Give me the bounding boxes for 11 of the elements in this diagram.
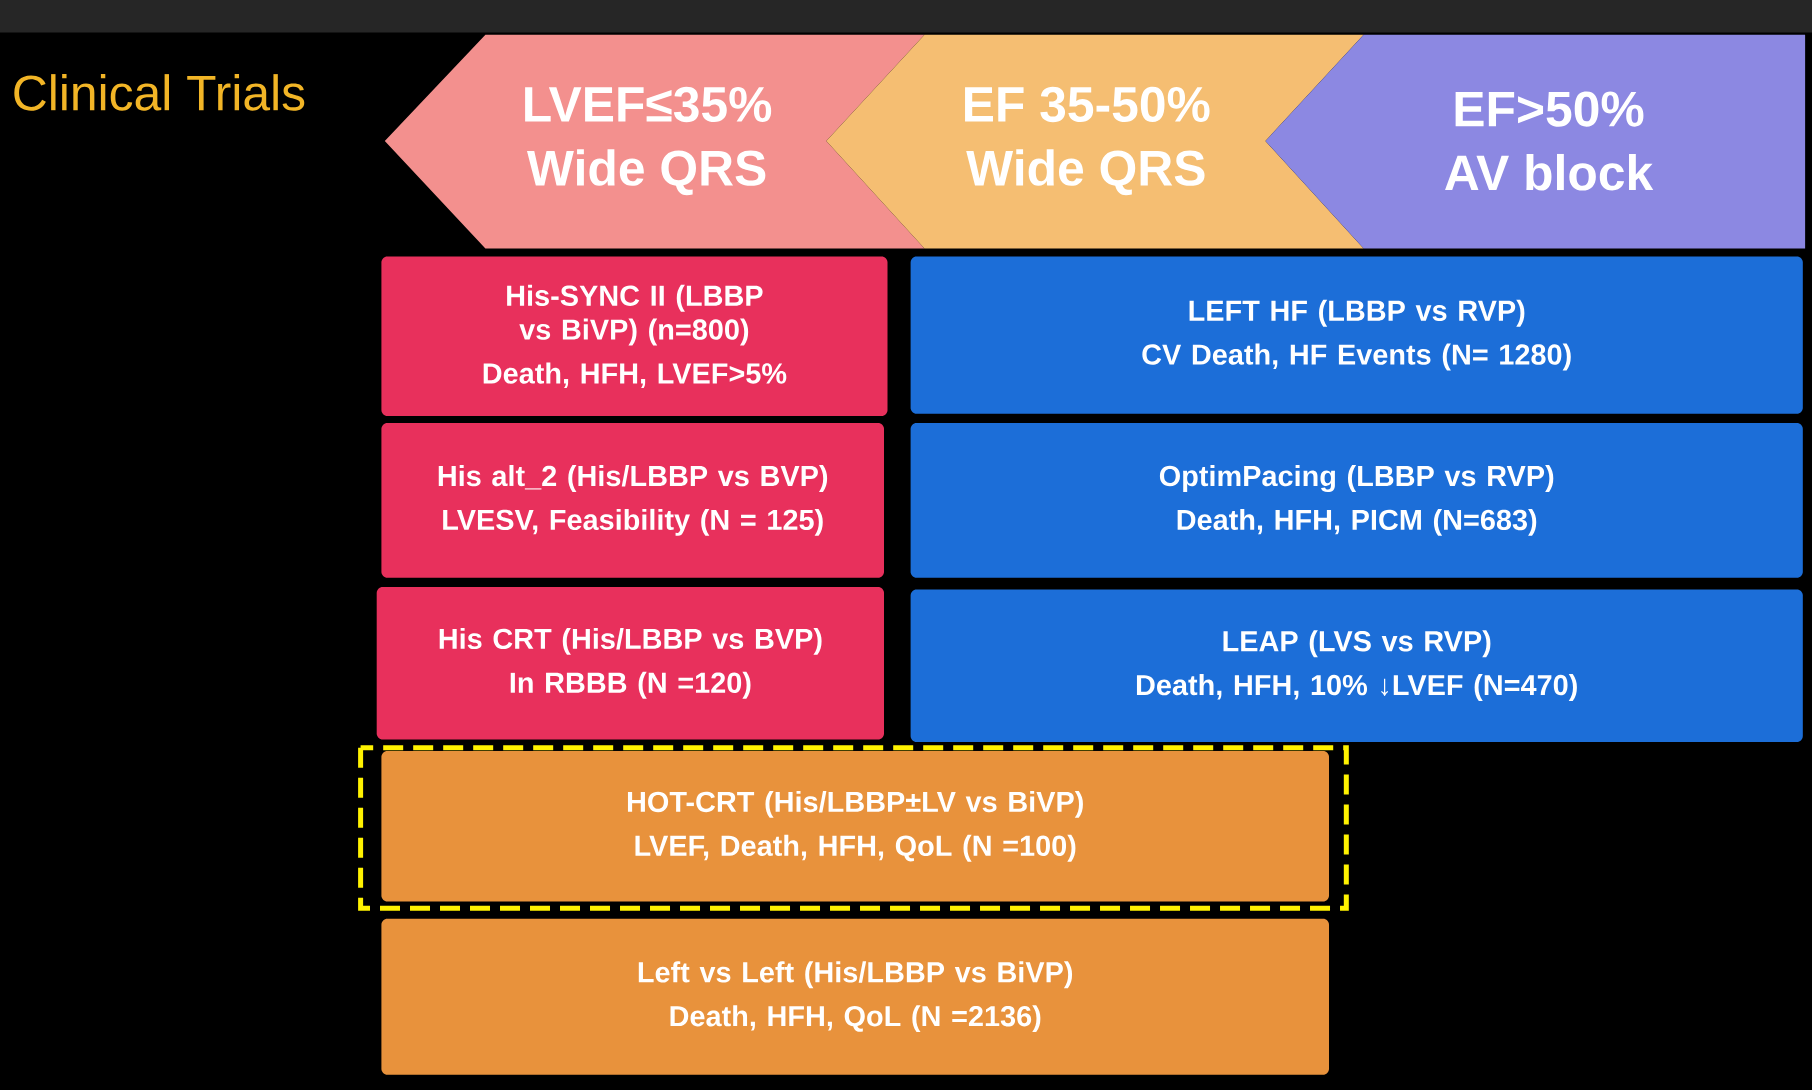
trial-box: Left vs Left (His/LBBP vs BiVP) Death, HFH, QoL (N =2136) [381,918,1329,1075]
trial-box: His alt_2 (His/LBBP vs BVP) LVESV, Feasibility (N = 125) [381,423,884,578]
trial-box: His-SYNC II (LBBP vs BiVP) (n=800) Death, HFH, LVEF>5% [381,256,888,416]
trial-box: His CRT (His/LBBP vs BVP) In RBBB (N =120) [376,587,884,740]
title: Clinical Trials [14,74,305,111]
trial-box: LEFT HF (LBBP vs RVP) CV Death, HF Events (N= 1280) [910,256,1803,414]
trial-box: LEAP (LVS vs RVP) Death, HFH, 10% ↓LVEF (N=470) [910,589,1803,742]
chevron-banner: EF 35-50% Wide QRS [826,34,1364,249]
chevron-banner: LVEF≤35% Wide QRS [384,34,925,249]
trial-box: OptimPacing (LBBP vs RVP) Death, HFH, PICM (N=683) [910,423,1803,578]
trial-box: HOT-CRT (His/LBBP±LV vs BiVP) LVEF, Death, HFH, QoL (N =100) [381,751,1329,902]
